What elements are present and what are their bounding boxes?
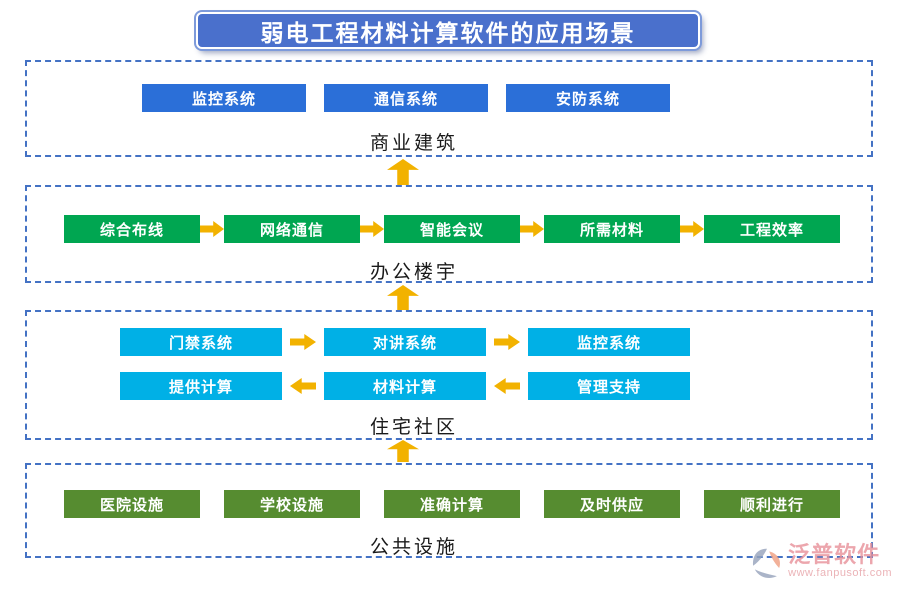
node-network-communication: 网络通信 [224,215,360,243]
node-monitoring-system-residential: 监控系统 [528,328,690,356]
node-accurate-calculation: 准确计算 [384,490,520,518]
section-label-office: 办公楼宇 [369,261,458,283]
section-public-facilities: 医院设施 学校设施 准确计算 及时供应 顺利进行 公共设施 [25,463,873,558]
arrow-left-icon [494,378,520,394]
arrow-right-icon [520,221,544,237]
arrow-up-icon [387,285,419,311]
section-label-residential: 住宅社区 [369,416,458,438]
residential-row-bottom: 提供计算 材料计算 管理支持 [120,372,871,400]
section-commercial-building: 监控系统 通信系统 安防系统 商业建筑 [25,60,873,157]
node-management-support: 管理支持 [528,372,690,400]
residential-row-top: 门禁系统 对讲系统 监控系统 [120,328,871,356]
node-timely-supply: 及时供应 [544,490,680,518]
node-provide-calculation: 提供计算 [120,372,282,400]
vendor-name: 泛普软件 [788,542,881,568]
public-button-row: 医院设施 学校设施 准确计算 及时供应 顺利进行 [64,490,871,518]
node-hospital-facilities: 医院设施 [64,490,200,518]
arrow-right-icon [200,221,224,237]
arrow-up-icon [387,440,419,462]
section-label-commercial: 商业建筑 [369,132,458,154]
node-access-control-system: 门禁系统 [120,328,282,356]
page-title: 弱电工程材料计算软件的应用场景 [196,12,700,49]
arrow-right-icon [680,221,704,237]
section-label-public: 公共设施 [369,536,458,558]
arrow-right-icon [290,334,316,350]
node-smooth-progress: 顺利进行 [704,490,840,518]
node-communication-system: 通信系统 [324,84,488,112]
node-monitoring-system: 监控系统 [142,84,306,112]
section-office-building: 综合布线 网络通信 智能会议 所需材料 工程效率 办公楼宇 [25,185,873,283]
vendor-watermark: 泛普软件 www.fanpusoft.com [749,542,892,582]
node-intercom-system: 对讲系统 [324,328,486,356]
node-project-efficiency: 工程效率 [704,215,840,243]
fanpu-logo-icon [753,548,781,579]
commercial-button-row: 监控系统 通信系统 安防系统 [142,84,871,112]
node-school-facilities: 学校设施 [224,490,360,518]
node-required-materials: 所需材料 [544,215,680,243]
office-button-row: 综合布线 网络通信 智能会议 所需材料 工程效率 [64,215,871,243]
vendor-url: www.fanpusoft.com [788,567,892,580]
arrow-left-icon [290,378,316,394]
node-smart-meeting: 智能会议 [384,215,520,243]
arrow-right-icon [494,334,520,350]
node-material-calculation: 材料计算 [324,372,486,400]
section-residential-community: 门禁系统 对讲系统 监控系统 提供计算 材料计算 管理支持 住宅社区 [25,310,873,440]
node-integrated-cabling: 综合布线 [64,215,200,243]
arrow-right-icon [360,221,384,237]
arrow-up-icon [387,159,419,185]
node-security-system: 安防系统 [506,84,670,112]
